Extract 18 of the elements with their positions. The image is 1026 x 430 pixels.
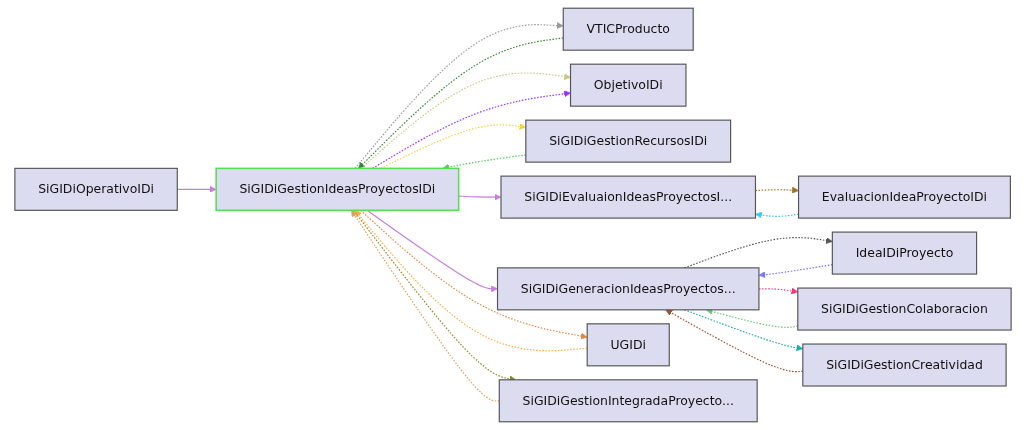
arrow [360,72,571,169]
arrow [758,264,833,279]
node-box: SiGIDiEvaluaionIdeasProyectosI... [500,175,757,219]
node-box: EvaluacionIdeaProyectoIDi [797,175,1011,219]
node-box: SiGIDiGestionCreatividad [802,343,1007,387]
node-box: ObjetivoIDi [569,63,687,107]
node-box: SiGIDiGestionColaboracion [797,287,1012,331]
node-box: SiGIDiGestionRecursosIDi [525,119,732,163]
arrow [366,209,498,293]
node-box: SiGIDiOperativoIDi [14,167,178,211]
node-box: SiGIDiGestionIdeasProyectosIDi [215,167,460,212]
node-box: IdeaIDiProyecto [831,231,978,275]
node-box: SiGIDiGestionIntegradaProyecto... [498,379,758,423]
node-box: SiGIDiGeneracionIdeasProyectos... [496,267,760,311]
arrow [372,90,571,169]
arrow [351,210,500,402]
node-box: UGIDi [586,323,670,367]
node-box: VTICProducto [562,7,694,51]
